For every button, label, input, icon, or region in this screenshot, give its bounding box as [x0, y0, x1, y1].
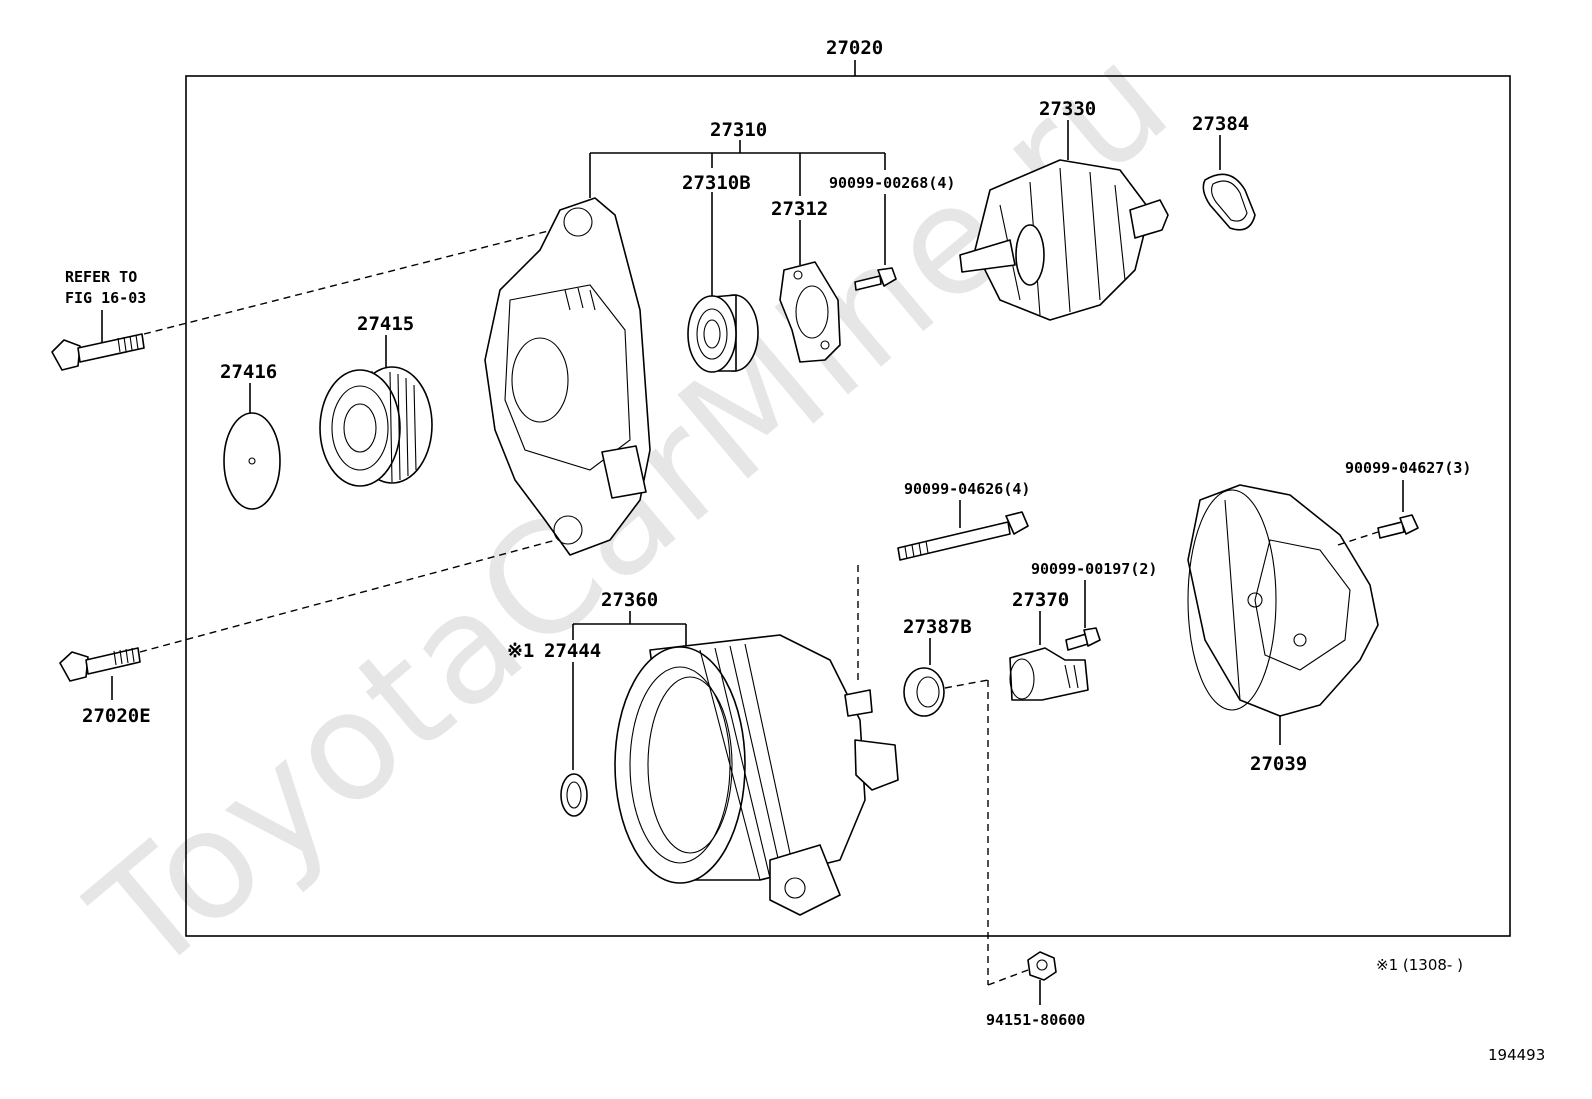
label-washer-marker[interactable]: ※1	[507, 640, 534, 662]
rear-cover-part	[1187, 484, 1379, 717]
label-insulator[interactable]: 27387B	[903, 616, 972, 638]
assembly-frame	[185, 75, 1511, 937]
bolt-upper-part	[51, 333, 145, 371]
label-brush-holder[interactable]: 27370	[1012, 589, 1069, 611]
seal-ring-part	[1202, 173, 1256, 231]
label-assembly[interactable]: 27020	[826, 37, 883, 59]
bolt-lower-part	[59, 647, 141, 682]
screw-cover-part	[1377, 514, 1419, 539]
label-refer-line2[interactable]: FIG 16-03	[65, 289, 146, 307]
washer-part	[560, 773, 588, 817]
label-bearing[interactable]: 27310B	[682, 172, 751, 194]
insulator-part	[903, 667, 945, 717]
label-bolt-lower[interactable]: 27020E	[82, 705, 151, 727]
label-screw-cover[interactable]: 90099-04627(3)	[1345, 459, 1471, 477]
rotor-part	[959, 159, 1169, 321]
label-through-bolt[interactable]: 90099-04626(4)	[904, 480, 1030, 498]
nut-part	[1027, 951, 1057, 981]
label-stator-group[interactable]: 27360	[601, 589, 658, 611]
brush-holder-part	[1009, 647, 1089, 701]
label-seal-ring[interactable]: 27384	[1192, 113, 1249, 135]
screw-retainer-part	[854, 267, 897, 291]
applicability-note: ※1 (1308- )	[1376, 956, 1463, 974]
label-screw-brush[interactable]: 90099-00197(2)	[1031, 560, 1157, 578]
pulley-cap-part	[223, 412, 281, 510]
pulley-part	[319, 366, 433, 487]
label-pulley-cap[interactable]: 27416	[220, 361, 277, 383]
label-pulley[interactable]: 27415	[357, 313, 414, 335]
label-refer-line1[interactable]: REFER TO	[65, 268, 137, 286]
stator-part	[614, 634, 899, 916]
label-washer[interactable]: 27444	[544, 640, 601, 662]
through-bolt-part	[897, 511, 1029, 561]
screw-brush-part	[1065, 627, 1101, 651]
label-retainer[interactable]: 27312	[771, 198, 828, 220]
bearing-part	[687, 294, 759, 373]
retainer-plate	[779, 261, 841, 363]
diagram-id: 194493	[1488, 1046, 1545, 1064]
label-rear-cover[interactable]: 27039	[1250, 753, 1307, 775]
label-rotor[interactable]: 27330	[1039, 98, 1096, 120]
drive-end-frame-part	[484, 197, 651, 556]
label-nut[interactable]: 94151-80600	[986, 1011, 1085, 1029]
label-frame-group[interactable]: 27310	[710, 119, 767, 141]
label-screw-retainer[interactable]: 90099-00268(4)	[829, 174, 955, 192]
